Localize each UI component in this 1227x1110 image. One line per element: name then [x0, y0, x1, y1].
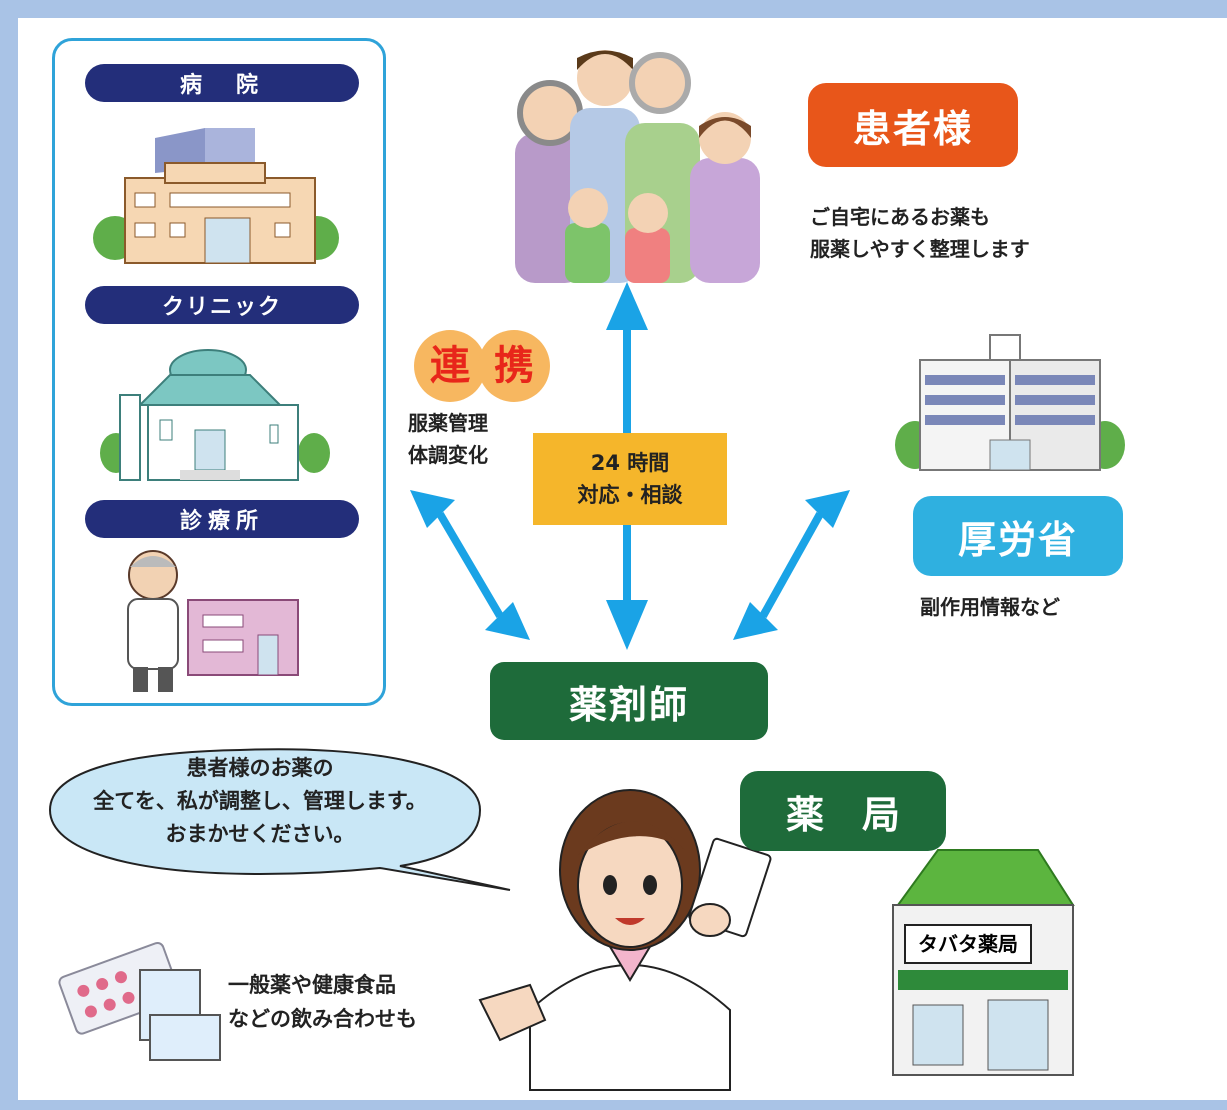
support-line2: 対応・相談 — [577, 483, 683, 507]
clinic-label: クリニック — [85, 286, 359, 324]
support-box: 24 時間 対応・相談 — [533, 433, 727, 525]
ministry-badge-text: 厚労省 — [957, 517, 1078, 562]
renkei-char-1: 連 — [430, 343, 470, 389]
ministry-badge: 厚労省 — [913, 496, 1123, 576]
patient-desc-line1: ご自宅にあるお薬も — [810, 205, 990, 229]
otc-line2: などの飲み合わせも — [228, 1007, 417, 1031]
hospital-label: 病 院 — [85, 64, 359, 102]
ministry-note: 副作用情報など — [920, 595, 1060, 619]
renkei-circle-1 — [414, 330, 486, 402]
pharmacy-badge: 薬 局 — [740, 771, 946, 851]
family-illustration — [515, 50, 760, 283]
renkei-note-line2: 体調変化 — [408, 443, 488, 467]
pharmacist-badge: 薬剤師 — [490, 662, 768, 740]
otc-line1: 一般薬や健康食品 — [228, 973, 396, 997]
pharmacy-sign: タバタ薬局 — [904, 924, 1032, 964]
medicine-packs-illustration — [58, 941, 221, 1061]
patient-desc-line2: 服薬しやすく整理します — [810, 237, 1030, 261]
clinic-illustration — [100, 349, 330, 481]
doctor-illustration — [127, 550, 299, 692]
speech-line3: おまかせください。 — [165, 822, 355, 846]
pharmacist-badge-text: 薬剤師 — [568, 682, 689, 727]
renkei-note-line1: 服薬管理 — [408, 411, 488, 435]
patient-badge-text: 患者様 — [852, 106, 973, 151]
renkei-circle-2 — [478, 330, 550, 402]
speech-line2: 全てを、私が調整し、管理します。 — [93, 789, 427, 813]
surgery-label: 診療所 — [85, 500, 359, 538]
renkei-char-2: 携 — [494, 343, 534, 389]
patient-badge: 患者様 — [808, 83, 1018, 167]
hospital-illustration — [93, 128, 339, 264]
speech-bubble — [48, 748, 511, 891]
speech-line1: 患者様のお薬の — [186, 756, 334, 780]
otc-text: 一般薬や健康食品 などの飲み合わせも — [228, 968, 417, 1036]
ministry-building-illustration — [895, 334, 1125, 471]
pharmacist-illustration — [478, 789, 772, 1091]
speech-text: 患者様のお薬の 全てを、私が調整し、管理します。 おまかせください。 — [40, 752, 480, 851]
support-line1: 24 時間 — [590, 451, 670, 475]
pharmacy-badge-text: 薬 局 — [785, 792, 900, 837]
